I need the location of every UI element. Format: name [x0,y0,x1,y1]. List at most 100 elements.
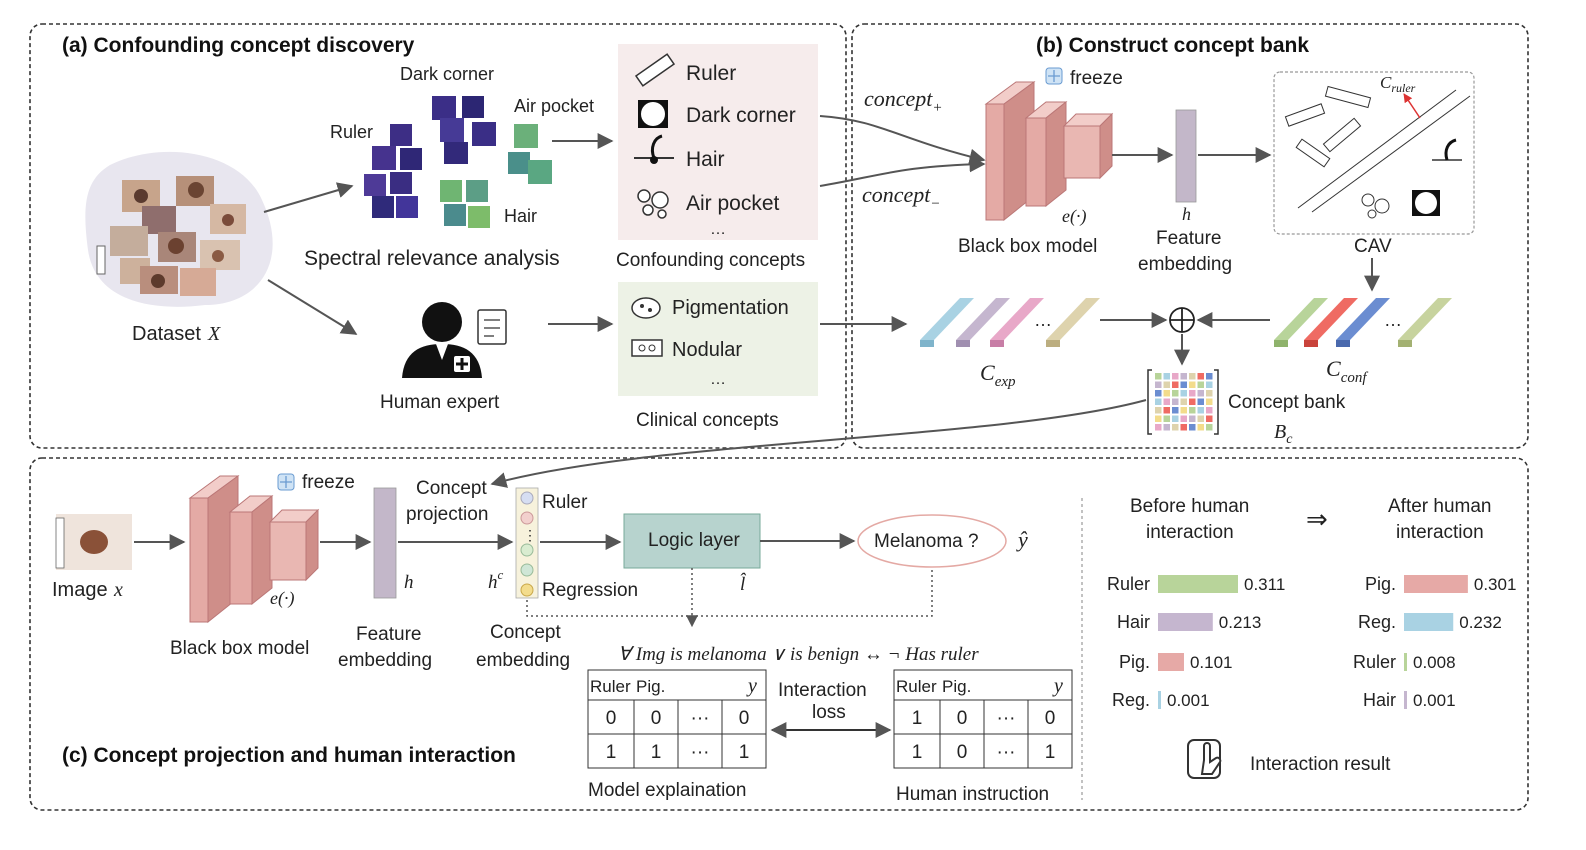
bar-category-label: Hair [1117,612,1150,632]
concept-dot [520,511,534,525]
l-hat-label: l̂ [740,573,747,595]
touch-icon [1187,739,1222,779]
blackbox-label-c: Black box model [170,638,309,659]
arrow-dataset-to-spectral [263,182,354,213]
bank-cell [1197,398,1204,405]
concept-dots-vertical: ⋮ [523,527,537,543]
concept-plus-label: concept+ [864,86,943,116]
bar-category-label: Ruler [1353,652,1396,672]
bar [1158,691,1161,709]
hc-label: hc [488,567,504,593]
bank-cell [1155,407,1162,414]
table-cell: 1 [912,742,923,763]
concept-dot [520,583,534,597]
bar [1404,575,1468,593]
c-conf-dots: … [1384,310,1402,330]
human-expert-icon [402,302,507,378]
bar [1404,653,1407,671]
bank-cell [1189,407,1196,414]
table-cell: 0 [1045,708,1056,729]
encoder-label-b: e(·) [1062,206,1086,227]
bar [1158,653,1184,671]
bank-bracket-left [1147,369,1152,435]
bar-category-label: Pig. [1365,574,1396,594]
panel-c-title: (c) Concept projection and human interac… [62,744,516,767]
bar [1158,575,1238,593]
clinical-item-nodular: Nodular [672,339,742,361]
concept-minus-label: concept− [862,182,941,212]
bank-cell [1163,390,1170,397]
table-cell: ··· [691,708,710,729]
confounding-item-ruler: Ruler [686,62,736,85]
clinical-caption: Clinical concepts [636,410,779,431]
bank-cell [1155,398,1162,405]
arrow-concept-minus [819,156,986,187]
bank-cell [1155,381,1162,388]
feature-embedding-bar-c [373,487,397,599]
logic-layer-box [623,513,761,569]
bank-cell [1172,424,1179,431]
bank-cell [1163,415,1170,422]
bar-category-label: Pig. [1119,652,1150,672]
bank-cell [1155,424,1162,431]
table-frame [893,669,1073,769]
bank-cell [1155,373,1162,380]
feature-embedding-bar-b [1175,109,1197,203]
encoder-label-c: e(·) [270,588,294,609]
table-cell: 1 [912,708,923,729]
melanoma-output [857,514,1007,568]
bank-cell [1206,407,1213,414]
nodular-icon [631,339,663,357]
bank-cell [1172,398,1179,405]
ruler-icon [634,53,676,87]
after-heading-1: After human [1388,496,1492,517]
panel-b-title: (b) Construct concept bank [1036,34,1309,57]
table-frame [587,669,767,769]
freeze-label-c: freeze [302,472,355,493]
bc-label: Bc [1274,421,1293,447]
pigmentation-icon [631,297,661,319]
bank-cell [1180,373,1187,380]
bank-cell [1206,390,1213,397]
arrow-dataset-to-expert [267,279,358,335]
interaction-label-1: Interaction [778,680,867,701]
bar-value-label: 0.311 [1244,575,1285,594]
panel-a-border [29,23,847,449]
table-header: Ruler [590,677,631,696]
dataset-label: Dataset [132,323,201,345]
bank-cell [1189,415,1196,422]
bank-cell [1206,415,1213,422]
bank-cell [1180,381,1187,388]
bank-cell [1189,390,1196,397]
bank-cell [1180,415,1187,422]
bank-cell [1197,415,1204,422]
bank-cell [1189,373,1196,380]
bar-category-label: Ruler [1107,574,1150,594]
bank-cell [1172,373,1179,380]
bank-cell [1206,381,1213,388]
spectral-label-hair: Hair [504,206,537,226]
arrow-symbol: ⇒ [1306,504,1328,534]
dark-corner-icon [638,100,668,128]
human-expert-label: Human expert [380,392,500,413]
bank-cell [1163,373,1170,380]
human-table-caption: Human instruction [896,784,1049,805]
image-label: Image [52,579,108,601]
bank-cell [1197,381,1204,388]
bank-cell [1197,373,1204,380]
table-cell: ··· [997,708,1016,729]
freeze-label-b: freeze [1070,68,1123,89]
logic-layer-label: Logic layer [648,530,741,551]
h-label-c: h [404,572,414,593]
snowflake-icon [277,473,295,491]
air-pocket-icon [637,189,669,219]
bar-value-label: 0.213 [1219,613,1262,632]
c-ruler-label: Cruler [1380,73,1416,95]
feature-label-b-2: embedding [1138,254,1232,275]
input-image [55,514,132,570]
feature-label-b-1: Feature [1156,228,1221,249]
blackbox-model-b [984,81,1114,222]
